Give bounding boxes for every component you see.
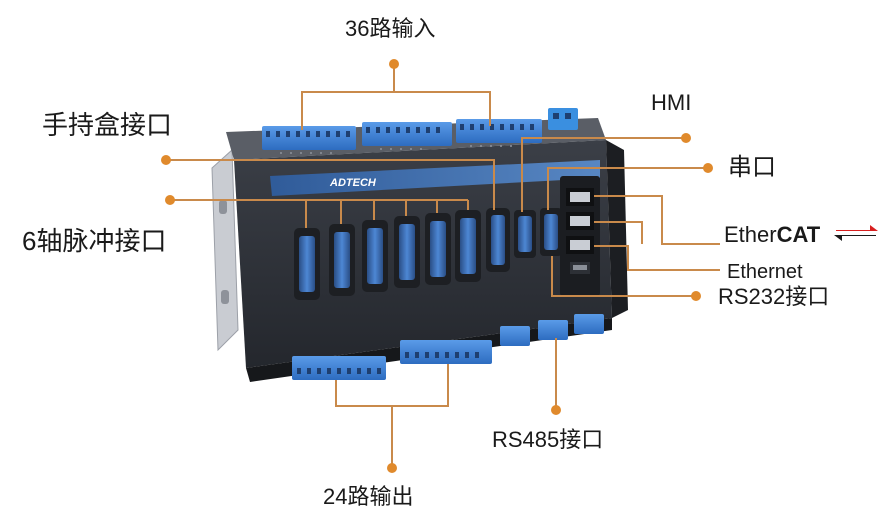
output-terminal-block [292,356,386,380]
rs485-terminal-block [500,314,604,346]
label-hmi: HMI [651,90,692,115]
ethercat-arrows-icon [834,225,878,241]
led-row [280,145,512,154]
input-terminal-block [262,126,356,150]
ethernet-port [566,236,594,254]
dsub-connector [394,216,420,288]
leader-outputs-bracket [335,364,449,407]
usb-port [570,262,590,274]
callout-dot [681,133,691,143]
callout-dots [161,59,713,473]
leader-rs232 [551,256,694,297]
brand-logo: ADTECH [329,177,377,189]
ethercat-port-2 [566,212,594,230]
input-terminal-block [362,122,452,146]
dsub-connector [362,220,388,292]
callout-dot [691,291,701,301]
leader-lines [170,64,720,466]
dsub-connector [294,228,320,300]
brand-stripe [270,160,600,196]
leader-handheld [170,159,495,210]
callout-dot [387,463,397,473]
callout-dot [703,163,713,173]
callout-dot [551,405,561,415]
leader-inputs-bracket [301,91,491,130]
leader-ethercat [594,195,720,245]
dsub-connector [329,224,355,296]
ethercat-ether-text: Ether [724,222,777,247]
output-terminal-blocks [292,314,604,380]
leader-ethernet [594,245,720,271]
mounting-bracket [211,148,239,352]
callout-dot [161,155,171,165]
input-terminal-blocks [262,108,578,150]
label-36-inputs: 36路输入 [345,16,436,41]
callout-dot [165,195,175,205]
hmi-connector [514,210,536,258]
callout-dot [389,59,399,69]
dsub-connector [455,210,481,282]
network-panel [560,176,600,296]
output-terminal-block [400,340,492,364]
input-terminal-block [456,119,542,143]
power-terminal [548,108,578,130]
handheld-connector [486,208,510,272]
leader-serial [547,167,706,210]
dsub-connector [425,213,451,285]
label-handheld-port: 手持盒接口 [42,110,173,140]
leader-hmi [521,137,684,212]
axis-pulse-connectors [294,210,481,300]
label-serial-port: 串口 [728,154,776,181]
label-6axis-pulse: 6轴脉冲接口 [22,226,167,256]
label-rs232: RS232接口 [718,284,830,309]
leader-ethercat-2 [594,221,643,244]
serial-connector [540,208,562,256]
ethercat-cat-text: CAT [776,222,821,247]
ethercat-logo: EtherCAT [724,222,878,247]
label-ethernet: Ethernet [727,261,803,283]
label-24-outputs: 24路输出 [323,484,414,509]
label-rs485: RS485接口 [492,427,604,452]
ethercat-port [566,188,594,206]
